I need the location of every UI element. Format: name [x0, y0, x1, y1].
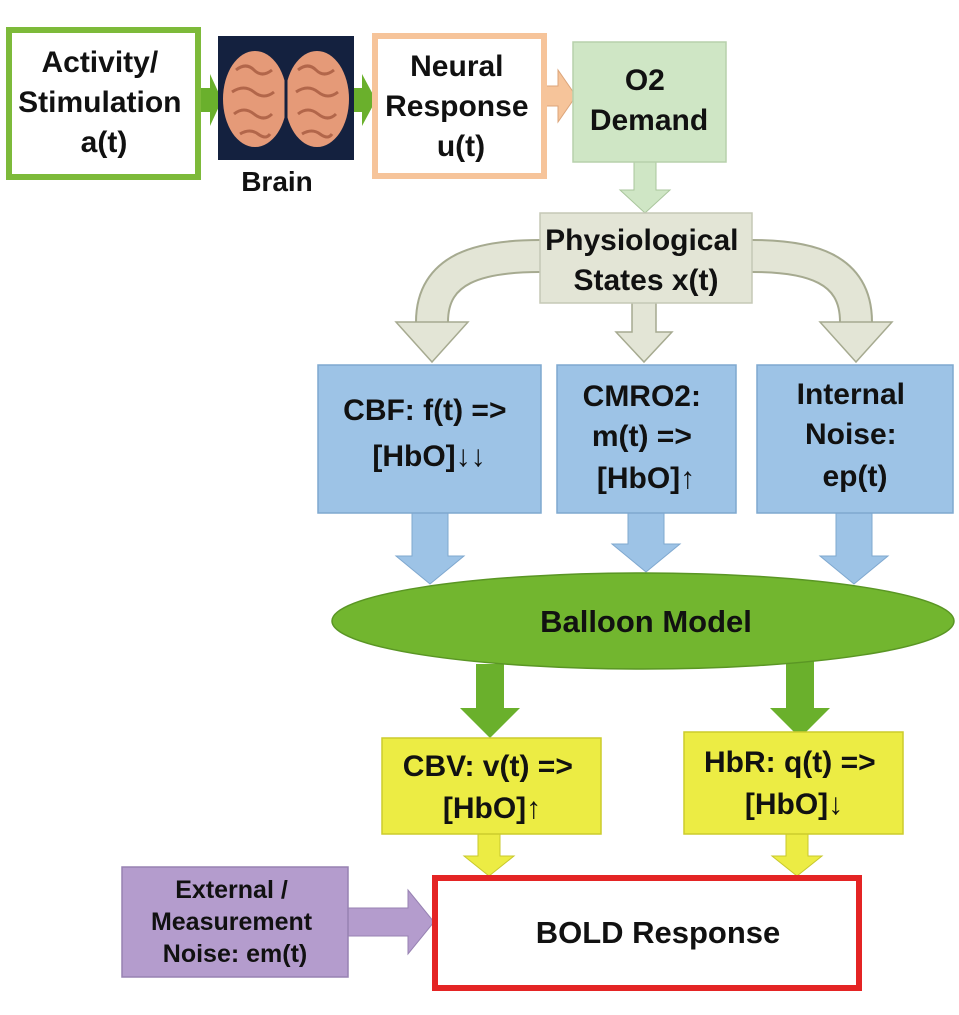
arrow-balloon-to-hbr	[770, 656, 830, 738]
cmro2-line-3: [HbO]↑	[597, 462, 695, 495]
external-noise-box: External / Measurement Noise: em(t)	[121, 866, 349, 978]
arrow-cbf-to-balloon	[394, 511, 466, 585]
cmro2-line-1: CMRO2:	[583, 380, 701, 413]
balloon-label: Balloon Model	[540, 604, 752, 639]
cbv-line-1: CBV: v(t) =>	[403, 750, 573, 783]
activity-line-1: Activity/	[41, 46, 158, 79]
arrow-physio-to-internal-noise	[751, 239, 894, 364]
neural-line-1: Neural	[410, 50, 503, 83]
arrow-physio-to-cbf	[394, 239, 541, 364]
arrow-brain-to-neural	[352, 74, 376, 126]
internal-line-2: Noise:	[805, 418, 897, 451]
balloon-model-ellipse: Balloon Model	[331, 572, 955, 670]
bold-response-box: BOLD Response	[432, 875, 862, 991]
arrow-hbr-to-bold	[770, 833, 824, 877]
arrow-neural-to-o2	[543, 68, 577, 124]
activity-stimulation-box: Activity/ Stimulation a(t)	[6, 27, 201, 180]
cmro2-box: CMRO2: m(t) => [HbO]↑	[556, 364, 737, 514]
arrow-cmro2-to-balloon	[610, 511, 682, 573]
svg-text:HbR: q(t) => [HbO]↓: HbR: q(t) => [HbO]↓	[704, 746, 884, 821]
physio-line-2: States x(t)	[573, 264, 718, 297]
svg-text:Internal Noise: ep: Internal Noise: ep(t)	[797, 378, 914, 493]
svg-text:External / Measurement: External / Measurement Noise: em(t)	[151, 876, 319, 968]
arrow-cbv-to-bold	[462, 833, 516, 877]
arrow-o2-to-physio	[618, 161, 672, 214]
o2-demand-box: O2 Demand	[572, 41, 727, 163]
external-line-3: Noise: em(t)	[163, 940, 307, 968]
hbr-line-1: HbR: q(t) =>	[704, 746, 876, 779]
brain-label: Brain	[241, 166, 313, 197]
arrow-external-noise-to-bold	[345, 888, 435, 956]
activity-line-3: a(t)	[81, 126, 128, 159]
physiological-states-box: Physiological States x(t)	[539, 212, 753, 304]
arrow-balloon-to-cbv	[460, 664, 520, 738]
cbf-box: CBF: f(t) => [HbO]↓↓	[317, 364, 542, 514]
activity-line-2: Stimulation	[18, 86, 181, 119]
cmro2-line-2: m(t) =>	[592, 420, 692, 453]
cbv-box: CBV: v(t) => [HbO]↑	[381, 737, 602, 835]
brain-image	[218, 36, 354, 160]
arrow-internal-noise-to-balloon	[818, 511, 890, 585]
neural-response-box: Neural Response u(t)	[372, 33, 547, 179]
hbr-box: HbR: q(t) => [HbO]↓	[683, 731, 904, 835]
svg-text:CBV: v(t) => [HbO]↑: CBV: v(t) => [HbO]↑	[403, 750, 581, 825]
brain-icon	[223, 51, 349, 147]
hbr-line-2: [HbO]↓	[745, 788, 843, 821]
bold-label: BOLD Response	[536, 915, 781, 950]
svg-text:O2 Demand: O2 Demand	[590, 64, 708, 137]
physio-line-1: Physiological	[545, 224, 738, 257]
neural-line-2: Response	[385, 90, 528, 123]
neural-line-3: u(t)	[437, 130, 485, 163]
svg-text:Activity/ Stimulation: Activity/ Stimulation a(t)	[18, 46, 190, 159]
internal-line-3: ep(t)	[823, 460, 888, 493]
o2-line-1: O2	[625, 64, 665, 97]
o2-line-2: Demand	[590, 104, 708, 137]
external-line-1: External /	[175, 876, 288, 904]
svg-text:Neural Response u(: Neural Response u(t)	[385, 50, 537, 163]
svg-text:Physiological States x(t: Physiological States x(t)	[545, 224, 747, 297]
external-line-2: Measurement	[151, 908, 313, 936]
internal-noise-box: Internal Noise: ep(t)	[756, 364, 954, 514]
svg-text:CBF: f(t) => [HbO]↓↓: CBF: f(t) => [HbO]↓↓	[343, 394, 515, 473]
arrow-physio-to-cmro2	[614, 299, 674, 364]
cbf-line-1: CBF: f(t) =>	[343, 394, 506, 427]
cbf-line-2: [HbO]↓↓	[372, 440, 485, 473]
cbv-line-2: [HbO]↑	[443, 792, 541, 825]
arrow-activity-to-brain	[196, 74, 222, 126]
internal-line-1: Internal	[797, 378, 905, 411]
svg-text:CMRO2: m(t) => [Hb: CMRO2: m(t) => [HbO]↑	[583, 380, 710, 495]
